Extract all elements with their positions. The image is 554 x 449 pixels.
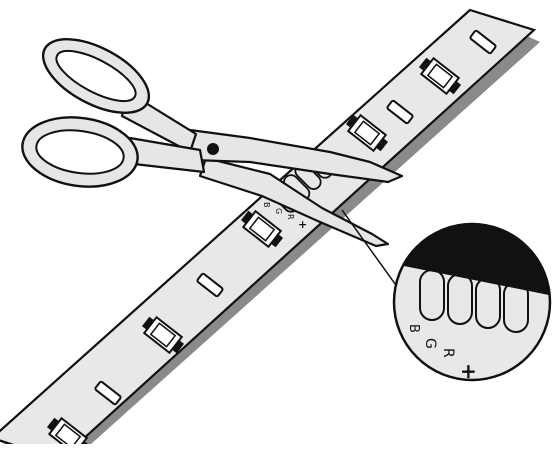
resistor [94, 380, 122, 406]
zoom-label-red: R [440, 348, 456, 358]
led-chip [345, 113, 389, 153]
scissors-lower-loop [21, 116, 139, 188]
callout-leader [341, 209, 399, 289]
zoom-solder-pads [419, 269, 529, 333]
scissors-lower-blade [198, 156, 390, 248]
zoom-label-green: G [422, 338, 438, 349]
resistor [386, 99, 414, 125]
led-chip [240, 209, 284, 249]
zoom-frame [392, 222, 552, 382]
strip-label-blue: B [262, 202, 271, 208]
led-chip [418, 56, 462, 96]
zoom-label-blue: B [406, 324, 421, 333]
scissors-pivot [207, 143, 219, 155]
scissors-upper-blade [188, 128, 404, 184]
strip-label-green: G [274, 208, 283, 214]
led-chip [141, 315, 185, 355]
scissors-upper-loop [41, 38, 151, 114]
led-strip: B G R + [0, 8, 540, 449]
zoom-label-positive: + [460, 359, 477, 383]
zoom-callout: B G R + [392, 222, 552, 383]
resistor [469, 29, 497, 55]
strip-label-positive: + [298, 218, 307, 231]
scissors [21, 38, 404, 248]
resistor [196, 272, 224, 298]
strip-label-red: R [286, 214, 295, 220]
